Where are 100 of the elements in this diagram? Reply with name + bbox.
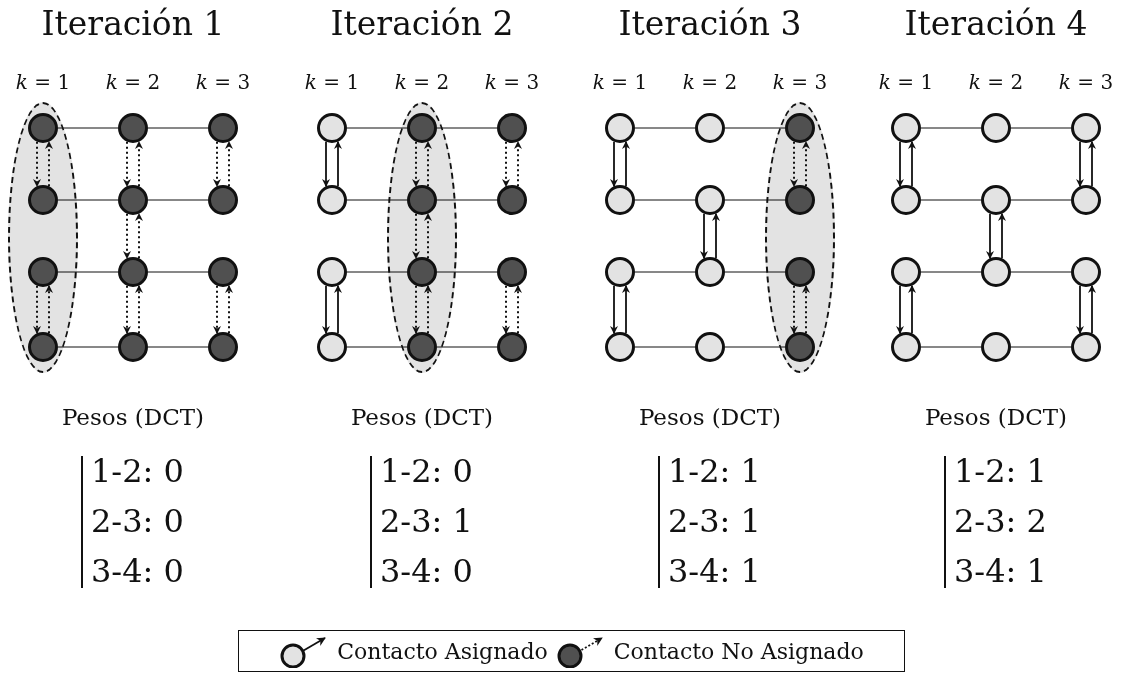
contact-circle (497, 332, 527, 362)
connector-line (634, 127, 696, 129)
contact-circle (1071, 113, 1101, 143)
connector-line (436, 199, 498, 201)
connector-line (346, 346, 408, 348)
arrow (896, 140, 904, 188)
contact-circle (605, 257, 635, 287)
connector-line (147, 271, 209, 273)
weight-value: 1-2: 1 (954, 452, 1047, 490)
contact-circle (605, 185, 635, 215)
contact-circle (605, 113, 635, 143)
connector-line (920, 127, 982, 129)
arrow (135, 140, 143, 188)
column-label: k = 1 (591, 70, 649, 94)
column-label: k = 3 (483, 70, 541, 94)
arrow (802, 284, 810, 335)
connector-line (724, 346, 786, 348)
weight-value: 2-3: 0 (91, 502, 184, 540)
arrow (502, 140, 510, 188)
weight-value: 1-2: 0 (91, 452, 184, 490)
arrow (412, 284, 420, 335)
arrow (622, 284, 630, 335)
contact-circle (28, 332, 58, 362)
arrow (123, 284, 131, 335)
contact-circle (118, 113, 148, 143)
panel-title: Iteración 4 (903, 4, 1089, 43)
contact-circle (1071, 185, 1101, 215)
weight-value: 3-4: 1 (954, 552, 1047, 590)
connector-line (147, 199, 209, 201)
connector-line (147, 127, 209, 129)
contact-circle (981, 113, 1011, 143)
arrow (700, 212, 708, 260)
connector-line (57, 127, 119, 129)
legend-label: Contacto Asignado (337, 638, 548, 664)
arrow (1076, 284, 1084, 335)
contact-circle (28, 113, 58, 143)
arrow (790, 140, 798, 188)
connector-line (634, 271, 696, 273)
contact-circle (317, 332, 347, 362)
arrow (802, 140, 810, 188)
contact-circle (497, 257, 527, 287)
arrow (135, 284, 143, 335)
contact-circle (695, 332, 725, 362)
arrow (45, 140, 53, 188)
connector-line (634, 346, 696, 348)
connector-line (346, 199, 408, 201)
connector-line (346, 271, 408, 273)
column-label: k = 3 (1057, 70, 1115, 94)
contact-circle (785, 185, 815, 215)
contact-circle (981, 332, 1011, 362)
column-label: k = 2 (681, 70, 739, 94)
contact-circle (407, 185, 437, 215)
arrow (123, 140, 131, 188)
contact-circle (407, 332, 437, 362)
connector-line (346, 127, 408, 129)
column-label: k = 1 (303, 70, 361, 94)
weights-heading: Pesos (DCT) (923, 404, 1069, 430)
arrow (998, 212, 1006, 260)
column-label: k = 2 (393, 70, 451, 94)
column-label: k = 1 (877, 70, 935, 94)
arrow (1076, 140, 1084, 188)
contact-circle (407, 257, 437, 287)
contact-circle (208, 332, 238, 362)
contact-circle (1071, 257, 1101, 287)
contact-circle (28, 185, 58, 215)
arrow (424, 212, 432, 260)
weight-value: 3-4: 0 (380, 552, 473, 590)
weight-value: 1-2: 0 (380, 452, 473, 490)
arrow (213, 140, 221, 188)
contact-circle (317, 113, 347, 143)
connector-line (436, 127, 498, 129)
contact-circle (785, 113, 815, 143)
weight-value: 2-3: 1 (668, 502, 761, 540)
arrow (334, 140, 342, 188)
arrow (1088, 284, 1096, 335)
contact-circle (497, 185, 527, 215)
connector-line (920, 346, 982, 348)
panel-title: Iteración 3 (617, 4, 803, 43)
arrow (135, 212, 143, 260)
connector-line (1010, 127, 1072, 129)
connector-line (57, 271, 119, 273)
arrow (45, 284, 53, 335)
connector-line (147, 346, 209, 348)
arrow (225, 284, 233, 335)
connector-line (724, 199, 786, 201)
contact-circle (695, 257, 725, 287)
contact-circle (695, 185, 725, 215)
contact-circle (28, 257, 58, 287)
arrow (610, 284, 618, 335)
weight-value: 3-4: 0 (91, 552, 184, 590)
arrow (412, 212, 420, 260)
weight-value: 3-4: 1 (668, 552, 761, 590)
weight-value: 2-3: 2 (954, 502, 1047, 540)
arrow (225, 140, 233, 188)
arrow (610, 140, 618, 188)
contact-circle (118, 185, 148, 215)
connector-line (436, 271, 498, 273)
connector-line (920, 271, 982, 273)
connector-line (436, 346, 498, 348)
arrow (424, 140, 432, 188)
